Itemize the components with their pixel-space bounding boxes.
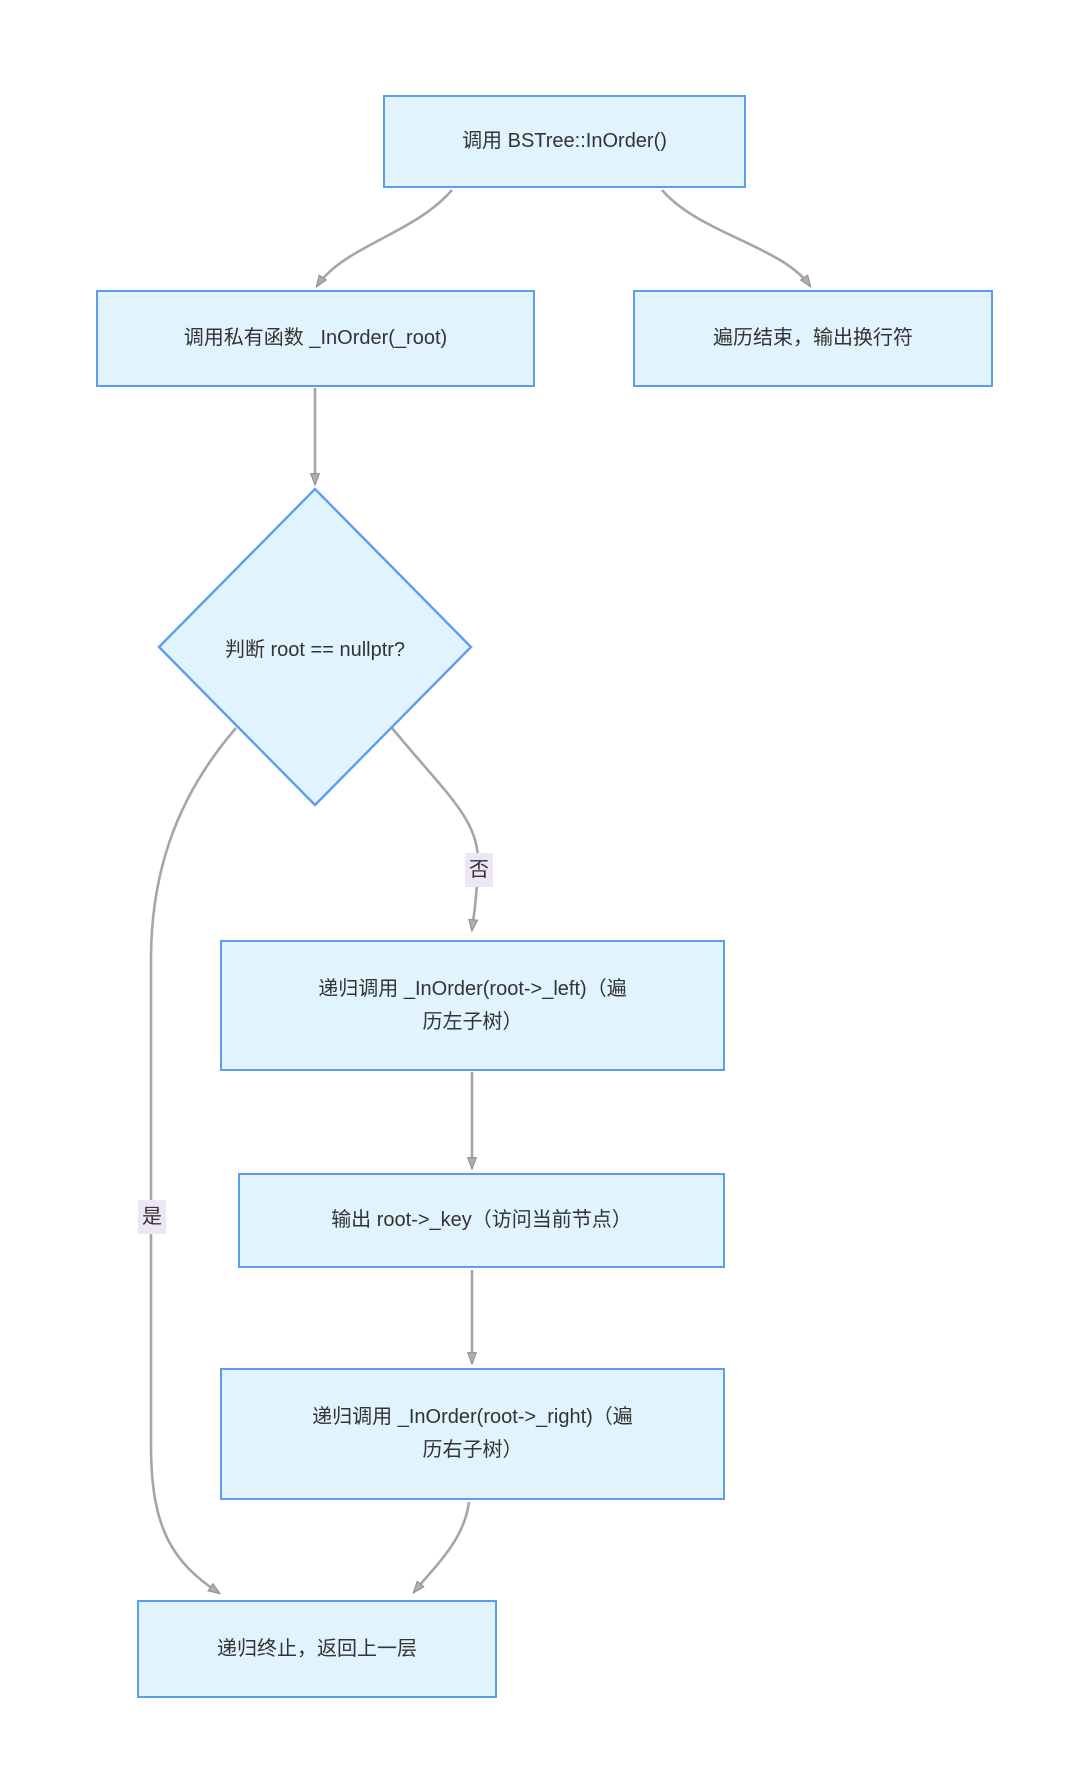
edge-label-yes: 是 xyxy=(138,1200,166,1234)
node-call-private: 调用私有函数 _InOrder(_root) xyxy=(96,290,535,387)
decision-node-shape xyxy=(157,487,473,807)
node-null-check-label: 判断 root == nullptr? xyxy=(224,638,406,661)
node-traversal-end-label: 遍历结束，输出换行符 xyxy=(713,327,913,349)
node-recursion-return: 递归终止，返回上一层 xyxy=(137,1600,497,1698)
node-recurse-right-label: 递归调用 _InOrder(root->_right)（遍 历右子树） xyxy=(312,1406,633,1461)
edge-null-check-yes-to-return xyxy=(149,727,237,1593)
node-call-private-label: 调用私有函数 _InOrder(_root) xyxy=(183,327,448,349)
node-null-check: 判断 root == nullptr? xyxy=(165,617,465,677)
node-recurse-left-label: 递归调用 _InOrder(root->_left)（遍 历左子树） xyxy=(318,977,627,1033)
node-traversal-end: 遍历结束，输出换行符 xyxy=(633,290,993,387)
node-start: 调用 BSTree::InOrder() xyxy=(383,95,746,188)
node-visit-node-label: 输出 root->_key（访问当前节点） xyxy=(331,1209,632,1231)
node-recurse-right: 递归调用 _InOrder(root->_right)（遍 历右子树） xyxy=(220,1368,725,1500)
node-visit-node: 输出 root->_key（访问当前节点） xyxy=(238,1173,725,1268)
node-recursion-return-label: 递归终止，返回上一层 xyxy=(217,1637,417,1660)
edge-start-to-traversal-end xyxy=(661,189,810,286)
edge-label-no: 否 xyxy=(465,853,493,887)
node-recurse-left: 递归调用 _InOrder(root->_left)（遍 历左子树） xyxy=(220,940,725,1071)
edge-null-check-no-to-recurse-left xyxy=(390,727,480,930)
edge-start-to-call-private xyxy=(317,189,453,286)
edge-recurse-right-to-return xyxy=(414,1501,471,1592)
node-start-label: 调用 BSTree::InOrder() xyxy=(462,130,667,152)
